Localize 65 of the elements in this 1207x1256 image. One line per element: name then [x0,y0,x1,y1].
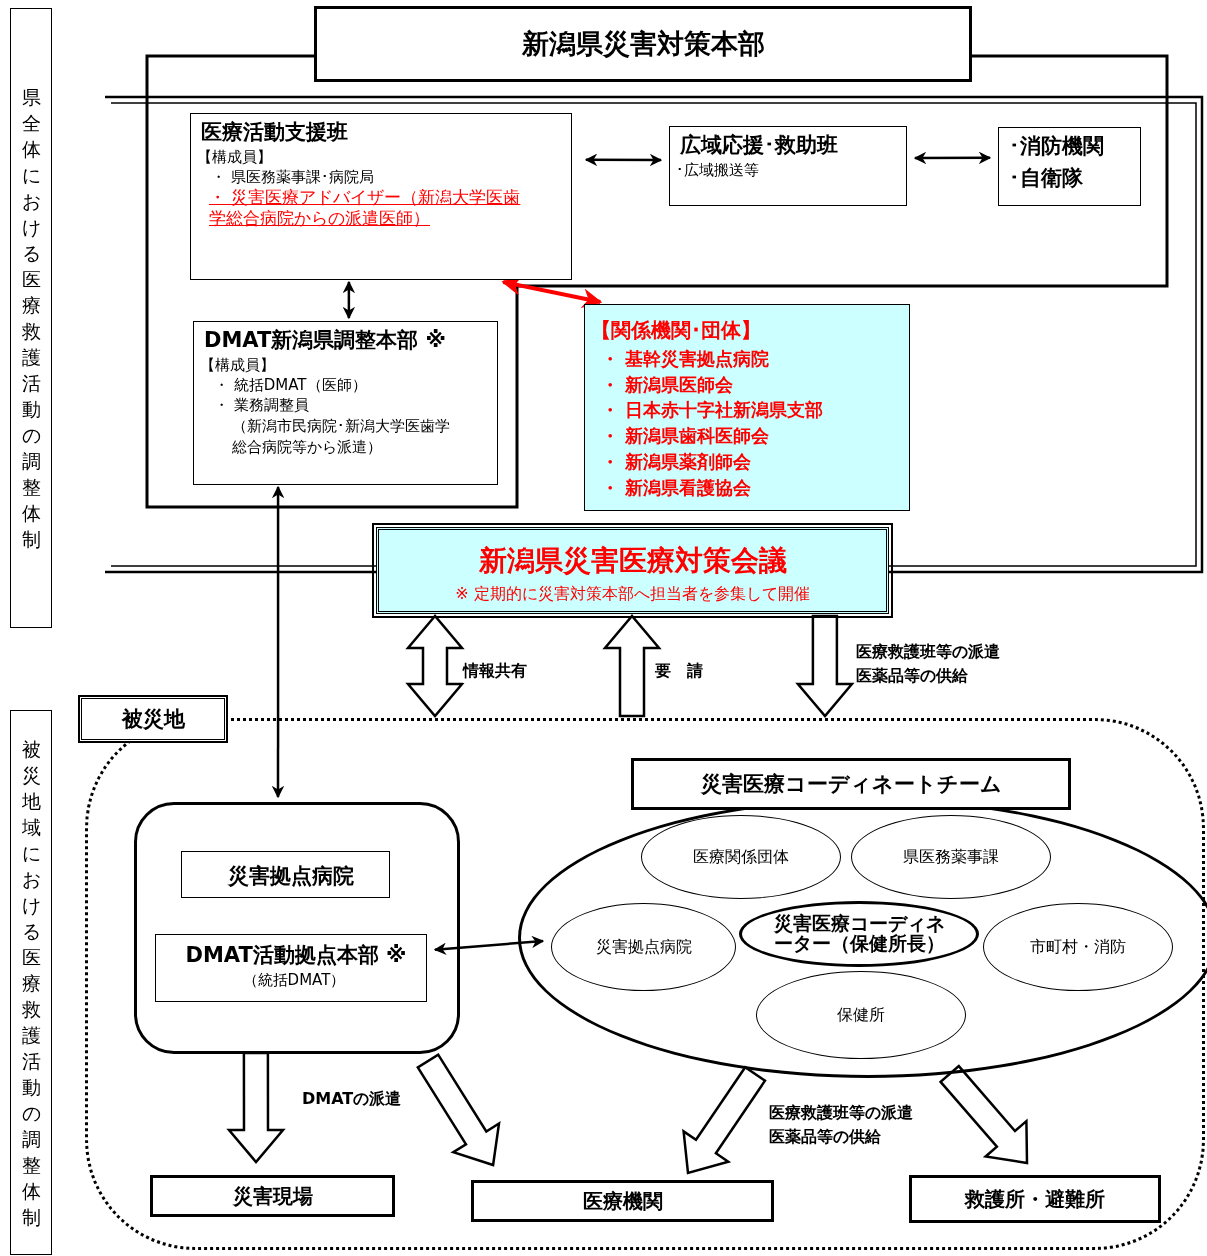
list-item: ・ 新潟県医師会 [601,372,735,397]
box-label: 医療機関 [582,1187,663,1215]
box-label: 救護所・避難所 [965,1185,1105,1213]
org-list-box [584,304,910,511]
team-heading: 災害医療コーディネートチーム [631,758,1071,810]
box-text: 【構成員】 [200,356,276,375]
edge-label: 情報共有 [463,659,527,683]
team-box [190,113,572,280]
box-heading: DMAT新潟県調整本部 ※ [204,327,447,354]
box-text: 【構成員】 [197,148,273,167]
list-item: ・ 統括DMAT（医師） [214,375,368,396]
destination-box [909,1175,1161,1223]
ellipse-label: 災害医療コーディネーター（保健所長） [772,914,946,954]
block-arrow [795,614,855,718]
title-box [314,6,972,82]
block-arrow [226,1051,286,1164]
list-item: ・ 新潟県歯科医師会 [601,424,771,449]
destination-box [471,1180,774,1222]
box-heading: 【関係機関･団体】 [591,317,762,344]
arrow [584,153,663,167]
block-arrow [405,614,465,718]
box-heading: 広域応援･救助班 [680,132,839,159]
team-box [193,321,498,485]
box-text: ※ 定期的に災害対策本部へ担当者を参集して開催 [454,584,811,605]
side-label: 県全体における医療救護活動の調整体制 [21,85,41,552]
org-box [998,127,1141,206]
box-heading: DMAT活動拠点本部 ※ [184,942,408,969]
box-heading: 新潟県災害医療対策会議 [477,543,788,579]
list-item: ・ 業務調整員 [214,395,310,416]
destination-box [150,1175,395,1217]
side-label-box [10,710,52,1255]
region-label: 被災地 [79,696,227,742]
box-text: ･広域搬送等 [676,161,760,180]
side-label: 被災地域における医療救護活動の調整体制 [21,736,41,1230]
box-label: 災害現場 [232,1182,313,1210]
unit-box [155,934,427,1002]
arrow [913,151,992,165]
box-text: （新潟市民病院･新潟大学医歯学総合病院等から派遣） [232,415,451,458]
block-arrow [416,1052,501,1167]
list-item: ・ 災害医療アドバイザー（新潟大学医歯学総合病院からの派遣医師） [209,187,522,229]
box-text: （統括DMAT） [241,971,347,990]
ellipse-label: 災害拠点病院 [595,936,692,958]
ellipse-label: 市町村・消防 [1030,936,1126,958]
arrow [271,485,285,799]
team-box [669,126,907,206]
box-title: 新潟県災害対策本部 [521,27,765,61]
block-arrow [938,1064,1029,1165]
list-item: ・ 基幹災害拠点病院 [601,347,771,371]
ellipse-label: 県医務薬事課 [903,846,999,868]
list-item: ･自衛隊 [1009,165,1084,192]
list-item: ・ 日本赤十字社新潟県支部 [601,398,825,423]
ellipse-label: 医療関係団体 [693,846,789,868]
list-item: ・ 新潟県薬剤師会 [601,449,753,474]
ellipse-label: 保健所 [837,1004,885,1026]
side-label-box [10,8,52,628]
list-item: ・ 県医務薬事課･病院局 [211,167,375,188]
box-heading: 医療活動支援班 [201,119,349,146]
list-item: ･消防機関 [1009,133,1105,160]
block-arrow [602,614,662,718]
unit-box [181,851,390,898]
list-item: ・ 新潟県看護協会 [601,475,753,500]
arrow [342,280,356,320]
box-label: 災害拠点病院 [227,862,354,890]
arrow [433,935,545,956]
rounded-box [134,802,460,1054]
